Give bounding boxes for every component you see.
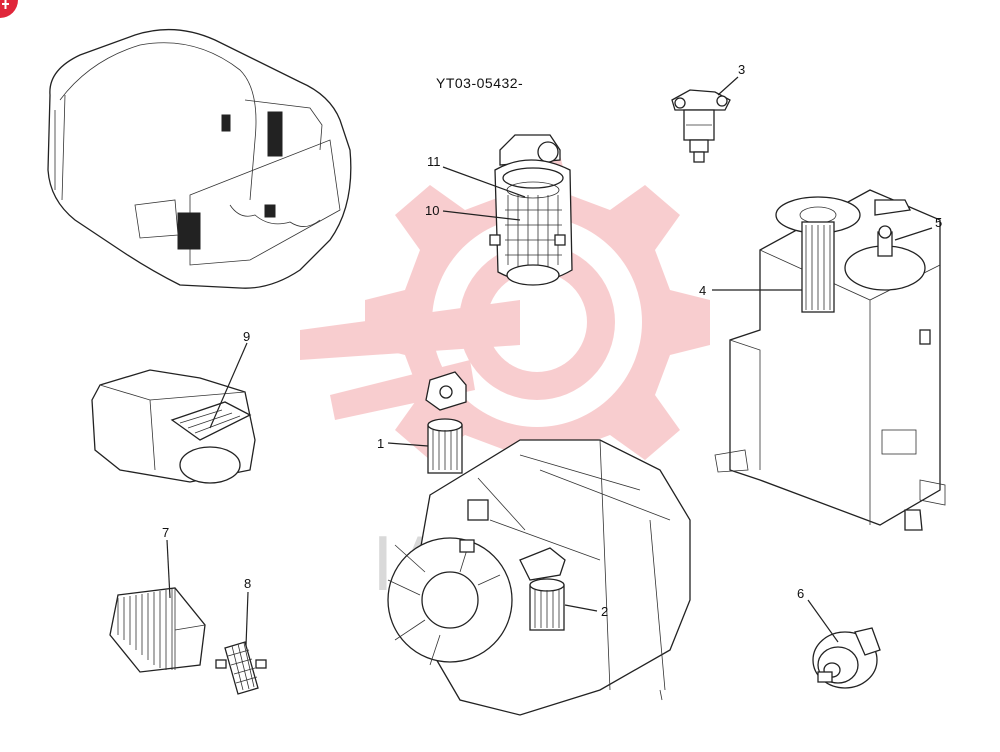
filter-housing-part-9	[91, 369, 256, 484]
callout-4: 4	[699, 283, 706, 298]
callout-3: 3	[738, 62, 745, 77]
cab-canopy-drawing	[47, 28, 352, 289]
callout-8: 8	[244, 576, 251, 591]
callout-2: 2	[601, 604, 608, 619]
air-cleaner-assembly	[489, 134, 573, 286]
callout-11: 11	[427, 154, 441, 169]
mesh-filter-part-8	[215, 641, 267, 695]
callout-leaders	[166, 76, 933, 647]
corner-badge	[0, 0, 18, 18]
callout-1: 1	[377, 436, 384, 451]
oil-filter-part-1	[425, 371, 467, 474]
fuel-filter-part-2	[519, 547, 566, 631]
callout-5: 5	[935, 215, 942, 230]
callout-10: 10	[425, 203, 439, 218]
hydraulic-tank-drawing	[714, 189, 946, 531]
fuel-filter-part-3	[671, 89, 731, 163]
callout-numbers: 1 2 3 4 5 6 7 8 9 10 11	[162, 62, 942, 619]
callout-7: 7	[162, 525, 169, 540]
callout-6: 6	[797, 586, 804, 601]
panel-filter-part-7	[109, 587, 206, 673]
element-part-6	[812, 627, 881, 689]
callout-9: 9	[243, 329, 250, 344]
drawing-code: YT03-05432-	[436, 75, 523, 91]
engine-drawing	[387, 439, 691, 716]
